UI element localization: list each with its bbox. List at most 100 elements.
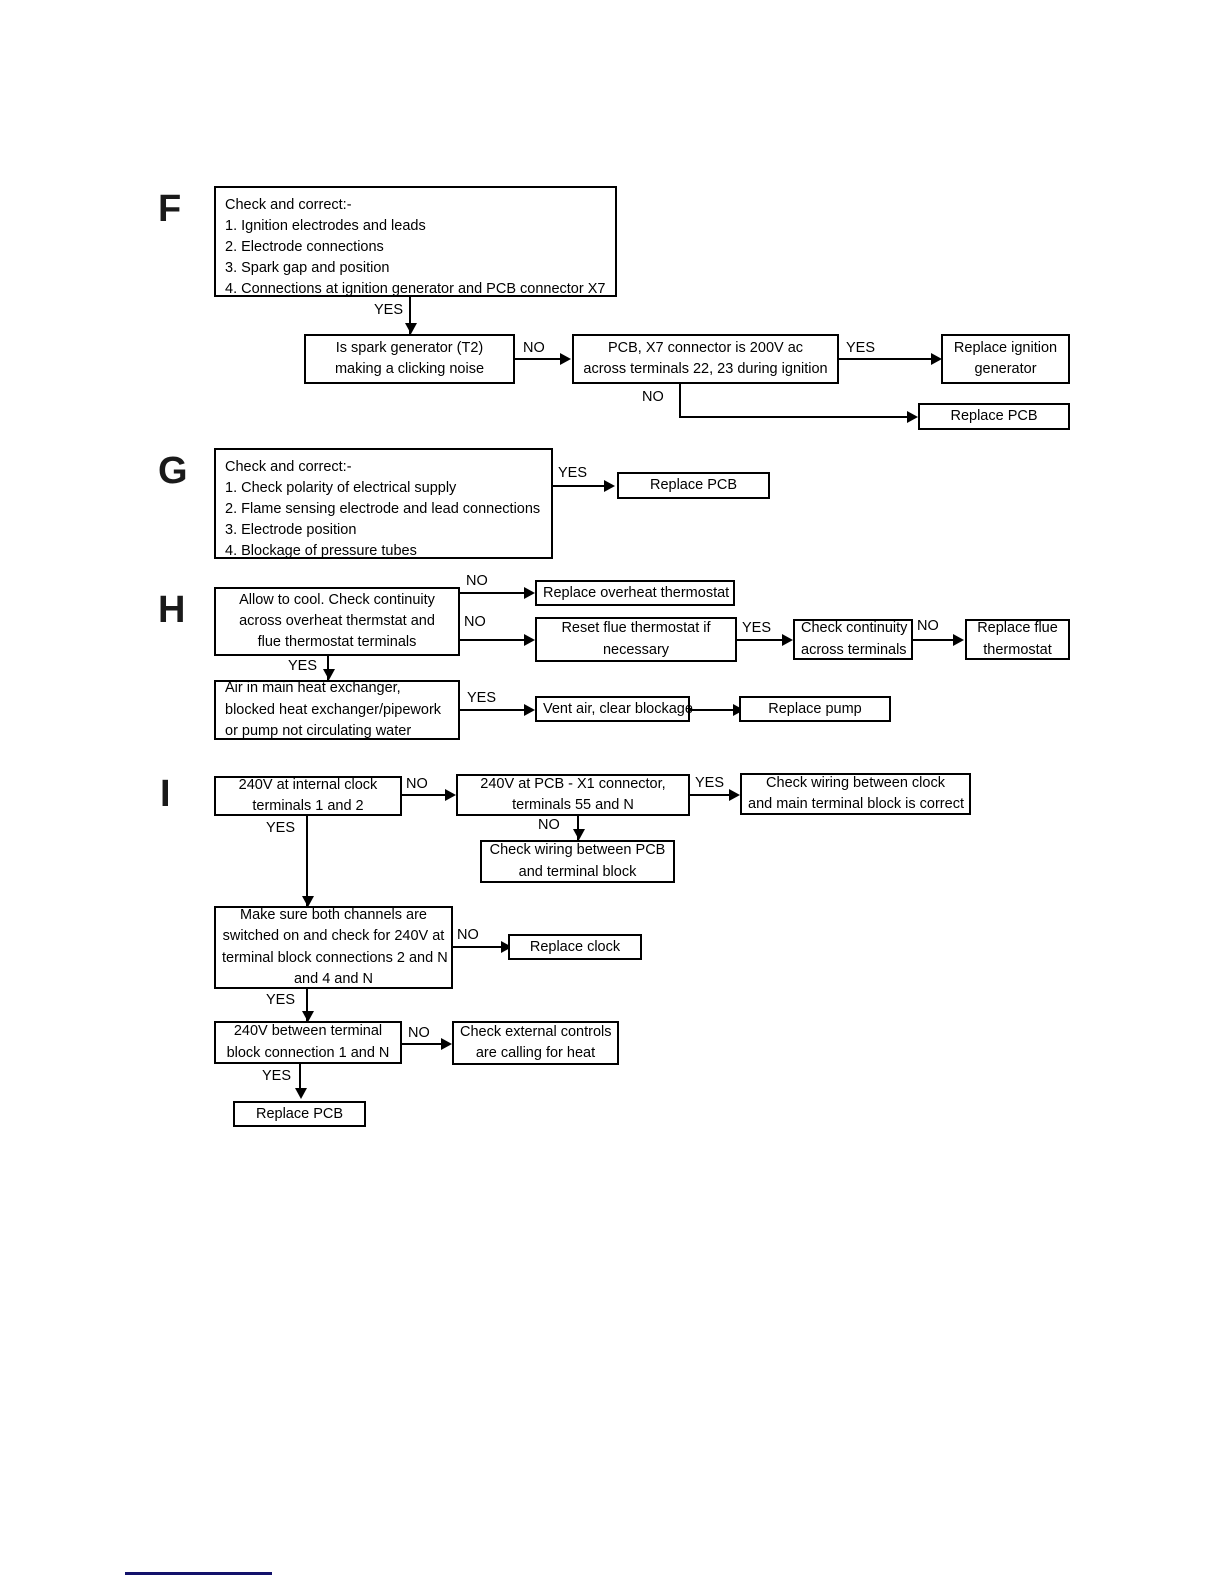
h-box-replace-overheat-thermostat: Replace overheat thermostat	[535, 580, 735, 606]
f-edge-x7-no-right	[679, 416, 911, 418]
i-arrowhead-clock-to-x1	[445, 789, 456, 801]
f-intro-line-0: Check and correct:-	[225, 197, 352, 213]
f-box-replace-pcb: Replace PCB	[918, 403, 1070, 430]
f-intro-line-2: 2. Electrode connections	[225, 239, 384, 256]
i-edge-clock-yes	[306, 816, 308, 906]
i-channels-line-3: and 4 and N	[293, 970, 373, 987]
f-arrowhead-x7-no	[907, 411, 918, 423]
section-letter-h: H	[158, 589, 186, 631]
f-spark-line-1: making a clicking noise	[334, 361, 485, 377]
i-box-clock-240v: 240V at internal clock terminals 1 and 2	[214, 776, 402, 816]
i-terminal-line-0: 240V between terminal	[233, 1023, 383, 1040]
i-box-check-wiring-clock: Check wiring between clock and main term…	[740, 773, 971, 815]
h-edge-cool-no2	[460, 639, 528, 641]
f-replace-gen-line-1: generator	[974, 361, 1037, 377]
i-arrowhead-terminal-to-external-controls	[441, 1038, 452, 1050]
i-box-check-external-controls: Check external controls are calling for …	[452, 1021, 619, 1065]
h-air-line-1: blocked heat exchanger/pipework	[225, 701, 442, 718]
f-spark-line-0: Is spark generator (T2)	[335, 339, 484, 356]
h-arrowhead-cool-no1	[524, 587, 535, 599]
f-edge-x7-to-replace-generator	[839, 358, 939, 360]
i-arrowhead-x1-no	[573, 829, 585, 840]
i-box-terminal-1-n: 240V between terminal block connection 1…	[214, 1021, 402, 1064]
f-edge-x7-no-down	[679, 384, 681, 418]
f-box-pcb-x7: PCB, X7 connector is 200V ac across term…	[572, 334, 839, 384]
h-pump-line-0: Replace pump	[768, 700, 862, 717]
h-arrowhead-cool-yes	[323, 669, 335, 680]
h-edge-air-to-vent	[460, 709, 528, 711]
f-edge-intro-to-spark	[409, 297, 411, 334]
f-label-spark-no: NO	[523, 340, 545, 356]
i-clock-line-1: terminals 1 and 2	[252, 798, 364, 814]
f-edge-spark-to-x7	[515, 358, 565, 360]
h-arrowhead-continuity-to-replace-flue	[953, 634, 964, 646]
f-replace-gen-line-0: Replace ignition	[953, 339, 1058, 356]
g-replace-pcb-line-0: Replace PCB	[649, 477, 738, 493]
i-box-pcb-x1-240v: 240V at PCB - X1 connector, terminals 55…	[456, 774, 690, 816]
i-channels-line-1: switched on and check for 240V at	[222, 928, 445, 945]
i-arrowhead-channels-to-replace-clock	[501, 941, 512, 953]
h-cool-line-2: flue thermostat terminals	[257, 634, 417, 651]
i-edge-terminal-to-external-controls	[402, 1043, 446, 1045]
g-edge-intro-to-replace-pcb	[553, 485, 608, 487]
h-overheat-line-0: Replace overheat thermostat	[543, 584, 730, 601]
i-label-clock-yes: YES	[266, 820, 296, 836]
h-arrowhead-air-to-vent	[524, 704, 535, 716]
g-box-replace-pcb: Replace PCB	[617, 472, 770, 499]
h-replace-flue-line-0: Replace flue	[977, 620, 1058, 637]
i-box-both-channels: Make sure both channels are switched on …	[214, 906, 453, 989]
h-box-vent-air: Vent air, clear blockage	[535, 696, 693, 722]
i-channels-line-0: Make sure both channels are	[240, 907, 427, 924]
h-box-allow-to-cool: Allow to cool. Check continuity across o…	[214, 587, 460, 656]
i-terminal-line-1: block connection 1 and N	[226, 1044, 390, 1061]
h-box-check-continuity: Check continuity across terminals	[793, 619, 913, 660]
section-letter-f: F	[158, 188, 182, 230]
f-arrowhead-x7-to-replace-generator	[931, 353, 942, 365]
h-continuity-line-0: Check continuity	[801, 620, 908, 637]
f-intro-line-3: 3. Spark gap and position	[225, 260, 390, 277]
f-label-intro-yes: YES	[374, 302, 404, 318]
h-cool-line-1: across overheat thermstat and	[239, 613, 435, 629]
i-arrowhead-terminal-yes	[295, 1088, 307, 1099]
h-edge-continuity-to-replace-flue	[913, 639, 958, 641]
g-intro-line-3: 3. Electrode position	[225, 522, 357, 539]
i-arrowhead-x1-to-check-wiring-clock	[729, 789, 740, 801]
g-intro-line-2: 2. Flame sensing electrode and lead conn…	[225, 501, 541, 518]
h-label-reset-yes: YES	[742, 620, 772, 636]
h-air-line-2: or pump not circulating water	[225, 722, 412, 739]
g-arrowhead-to-replace-pcb	[604, 480, 615, 492]
section-letter-g: G	[158, 450, 188, 492]
i-label-terminal-yes: YES	[262, 1068, 292, 1084]
f-intro-line-1: 1. Ignition electrodes and leads	[225, 218, 426, 235]
f-arrowhead-intro-to-spark	[405, 323, 417, 334]
h-arrowhead-cool-no2	[524, 634, 535, 646]
i-x1-line-0: 240V at PCB - X1 connector,	[480, 775, 666, 792]
i-external-line-0: Check external controls	[460, 1023, 612, 1040]
i-replace-pcb-line-0: Replace PCB	[255, 1105, 344, 1122]
f-box-spark-generator: Is spark generator (T2) making a clickin…	[304, 334, 515, 384]
footer-rule	[125, 1572, 272, 1575]
f-box-replace-ignition-generator: Replace ignition generator	[941, 334, 1070, 384]
h-reset-line-1: necessary	[602, 641, 670, 658]
i-wiring-clock-line-1: and main terminal block is correct	[748, 796, 964, 812]
h-label-cool-no-2: NO	[464, 614, 486, 630]
i-external-line-1: are calling for heat	[475, 1045, 596, 1061]
i-replace-clock-line-0: Replace clock	[529, 938, 621, 955]
i-arrowhead-clock-yes	[302, 896, 314, 907]
h-air-line-0: Air in main heat exchanger,	[225, 680, 401, 697]
i-arrowhead-channels-yes	[302, 1011, 314, 1022]
h-box-replace-flue-thermostat: Replace flue thermostat	[965, 619, 1070, 660]
g-intro-line-1: 1. Check polarity of electrical supply	[225, 480, 457, 497]
h-box-replace-pump: Replace pump	[739, 696, 891, 722]
f-arrowhead-spark-to-x7	[560, 353, 571, 365]
g-intro-line-0: Check and correct:-	[225, 459, 352, 475]
i-channels-line-2: terminal block connections 2 and N	[222, 949, 448, 966]
f-intro-line-4: 4. Connections at ignition generator and…	[225, 281, 606, 298]
i-edge-channels-yes	[306, 989, 308, 1021]
h-box-reset-flue-thermostat: Reset flue thermostat if necessary	[535, 617, 737, 662]
h-vent-line-0: Vent air, clear blockage	[543, 700, 693, 717]
f-intro-box: Check and correct:- 1. Ignition electrod…	[214, 186, 617, 297]
f-x7-line-1: across terminals 22, 23 during ignition	[583, 361, 828, 377]
i-label-clock-no: NO	[406, 776, 428, 792]
h-box-air-in-heat-exchanger: Air in main heat exchanger, blocked heat…	[214, 680, 460, 740]
